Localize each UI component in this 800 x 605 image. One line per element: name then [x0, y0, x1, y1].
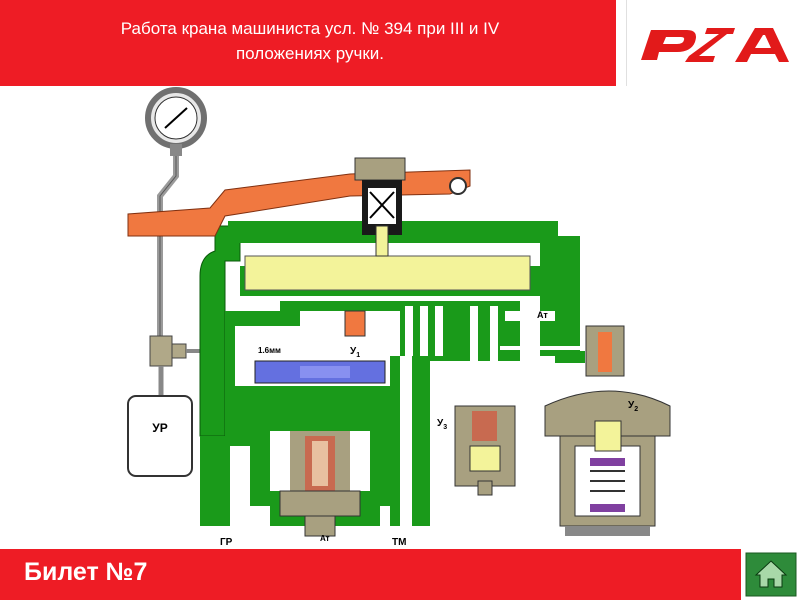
atmosphere-top-label: Ат: [537, 310, 548, 320]
ticket-label: Билет №7: [24, 558, 148, 586]
equalizing-reservoir: УР: [127, 395, 193, 477]
crane-body: [199, 221, 580, 537]
reservoir-label: УР: [152, 421, 167, 435]
main-reservoir-label: ГР: [220, 537, 233, 548]
pressure-gauge: [145, 87, 207, 336]
valve-u2-label: У2: [628, 400, 638, 413]
valve-u3-label: У3: [437, 418, 447, 431]
hole-size-label: 1.6мм: [258, 346, 281, 355]
home-button[interactable]: [742, 549, 800, 600]
atmosphere-bottom-label: Ат: [320, 534, 330, 543]
valve-u1-label: У1: [350, 346, 360, 359]
title-line-1: Работа крана машиниста усл. № 394 при II…: [120, 19, 500, 38]
home-icon: [745, 552, 797, 597]
rzd-logo: [626, 0, 800, 86]
footer-bar: Билет №7: [0, 549, 741, 600]
upper-chamber: [244, 255, 531, 291]
top-valve: [354, 157, 406, 257]
page-title: Работа крана машиниста усл. № 394 при II…: [10, 16, 610, 66]
title-line-2: положениях ручки.: [235, 44, 385, 63]
right-valve-assembly: [500, 325, 671, 536]
brake-line-label: ТМ: [392, 537, 406, 548]
header-bar: Работа крана машиниста усл. № 394 при II…: [0, 0, 616, 86]
valve-u3: [454, 405, 516, 496]
crane-valve-diagram: УР: [127, 87, 671, 548]
rzd-logo-icon: [641, 28, 789, 62]
